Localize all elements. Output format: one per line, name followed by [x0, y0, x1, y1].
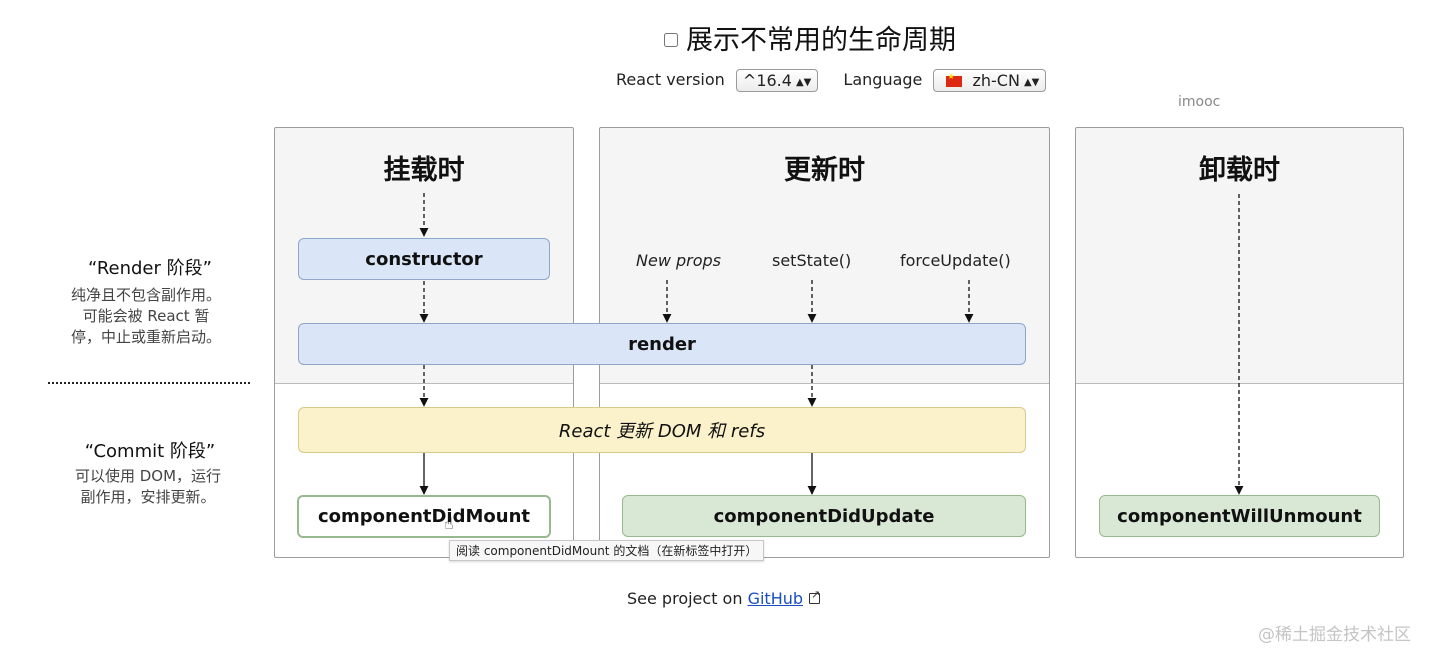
hand-cursor-icon: ☝	[444, 514, 454, 533]
language-value: zh-CN	[972, 71, 1020, 90]
commit-stage-title: “Commit 阶段”	[84, 441, 216, 462]
render-desc-line: 停，中止或重新启动。	[70, 328, 221, 346]
github-link[interactable]: GitHub	[747, 589, 804, 608]
language-label: Language	[843, 70, 923, 89]
render-desc-line: 可能会被 React 暂	[82, 307, 210, 325]
select-arrows-icon: ▲▼	[1023, 77, 1040, 88]
constructor-box[interactable]: constructor	[298, 238, 550, 280]
mount-column-title: 挂载时	[383, 155, 465, 186]
react-update-dom-box: React 更新 DOM 和 refs	[298, 407, 1026, 453]
trigger-force-update: forceUpdate()	[900, 251, 1011, 270]
site-watermark: @稀土掘金技术社区	[1258, 625, 1411, 645]
unmount-column-title: 卸载时	[1199, 155, 1280, 186]
commit-stage-desc: 可以使用 DOM，运行 副作用，安排更新。	[38, 466, 258, 508]
footer-prefix: See project on	[627, 589, 743, 608]
commit-desc-line: 可以使用 DOM，运行	[74, 467, 222, 485]
show-uncommon-lifecycles-toggle: 展示不常用的生命周期	[0, 18, 1440, 57]
update-column-title: 更新时	[784, 155, 865, 186]
imooc-watermark: imooc	[1178, 94, 1221, 110]
render-stage-desc: 纯净且不包含副作用。 可能会被 React 暂 停，中止或重新启动。	[36, 285, 256, 348]
render-desc-line: 纯净且不包含副作用。	[70, 286, 221, 304]
show-uncommon-checkbox[interactable]	[664, 32, 678, 47]
react-version-select[interactable]: ^16.4▲▼	[735, 69, 819, 92]
commit-desc-line: 副作用，安排更新。	[80, 488, 216, 506]
render-stage-title: “Render 阶段”	[88, 258, 212, 279]
show-uncommon-label[interactable]: 展示不常用的生命周期	[686, 25, 956, 56]
react-version-label: React version	[616, 70, 725, 89]
component-did-mount-box[interactable]: componentDidMount	[297, 495, 551, 538]
react-version-value: ^16.4	[742, 71, 792, 90]
trigger-new-props: New props	[636, 251, 721, 270]
external-link-icon	[809, 588, 820, 604]
component-did-update-box[interactable]: componentDidUpdate	[622, 495, 1026, 537]
china-flag-icon	[946, 72, 963, 87]
select-arrows-icon: ▲▼	[795, 77, 812, 88]
docs-tooltip: 阅读 componentDidMount 的文档（在新标签中打开）	[449, 540, 765, 561]
footer: See project on GitHub	[627, 588, 820, 608]
component-will-unmount-box[interactable]: componentWillUnmount	[1099, 495, 1380, 537]
header-controls: React version ^16.4▲▼ Language zh-CN▲▼	[616, 69, 1066, 92]
trigger-set-state: setState()	[772, 251, 852, 270]
render-box[interactable]: render	[298, 323, 1026, 365]
stage-divider	[48, 382, 250, 384]
language-select[interactable]: zh-CN▲▼	[933, 69, 1047, 92]
